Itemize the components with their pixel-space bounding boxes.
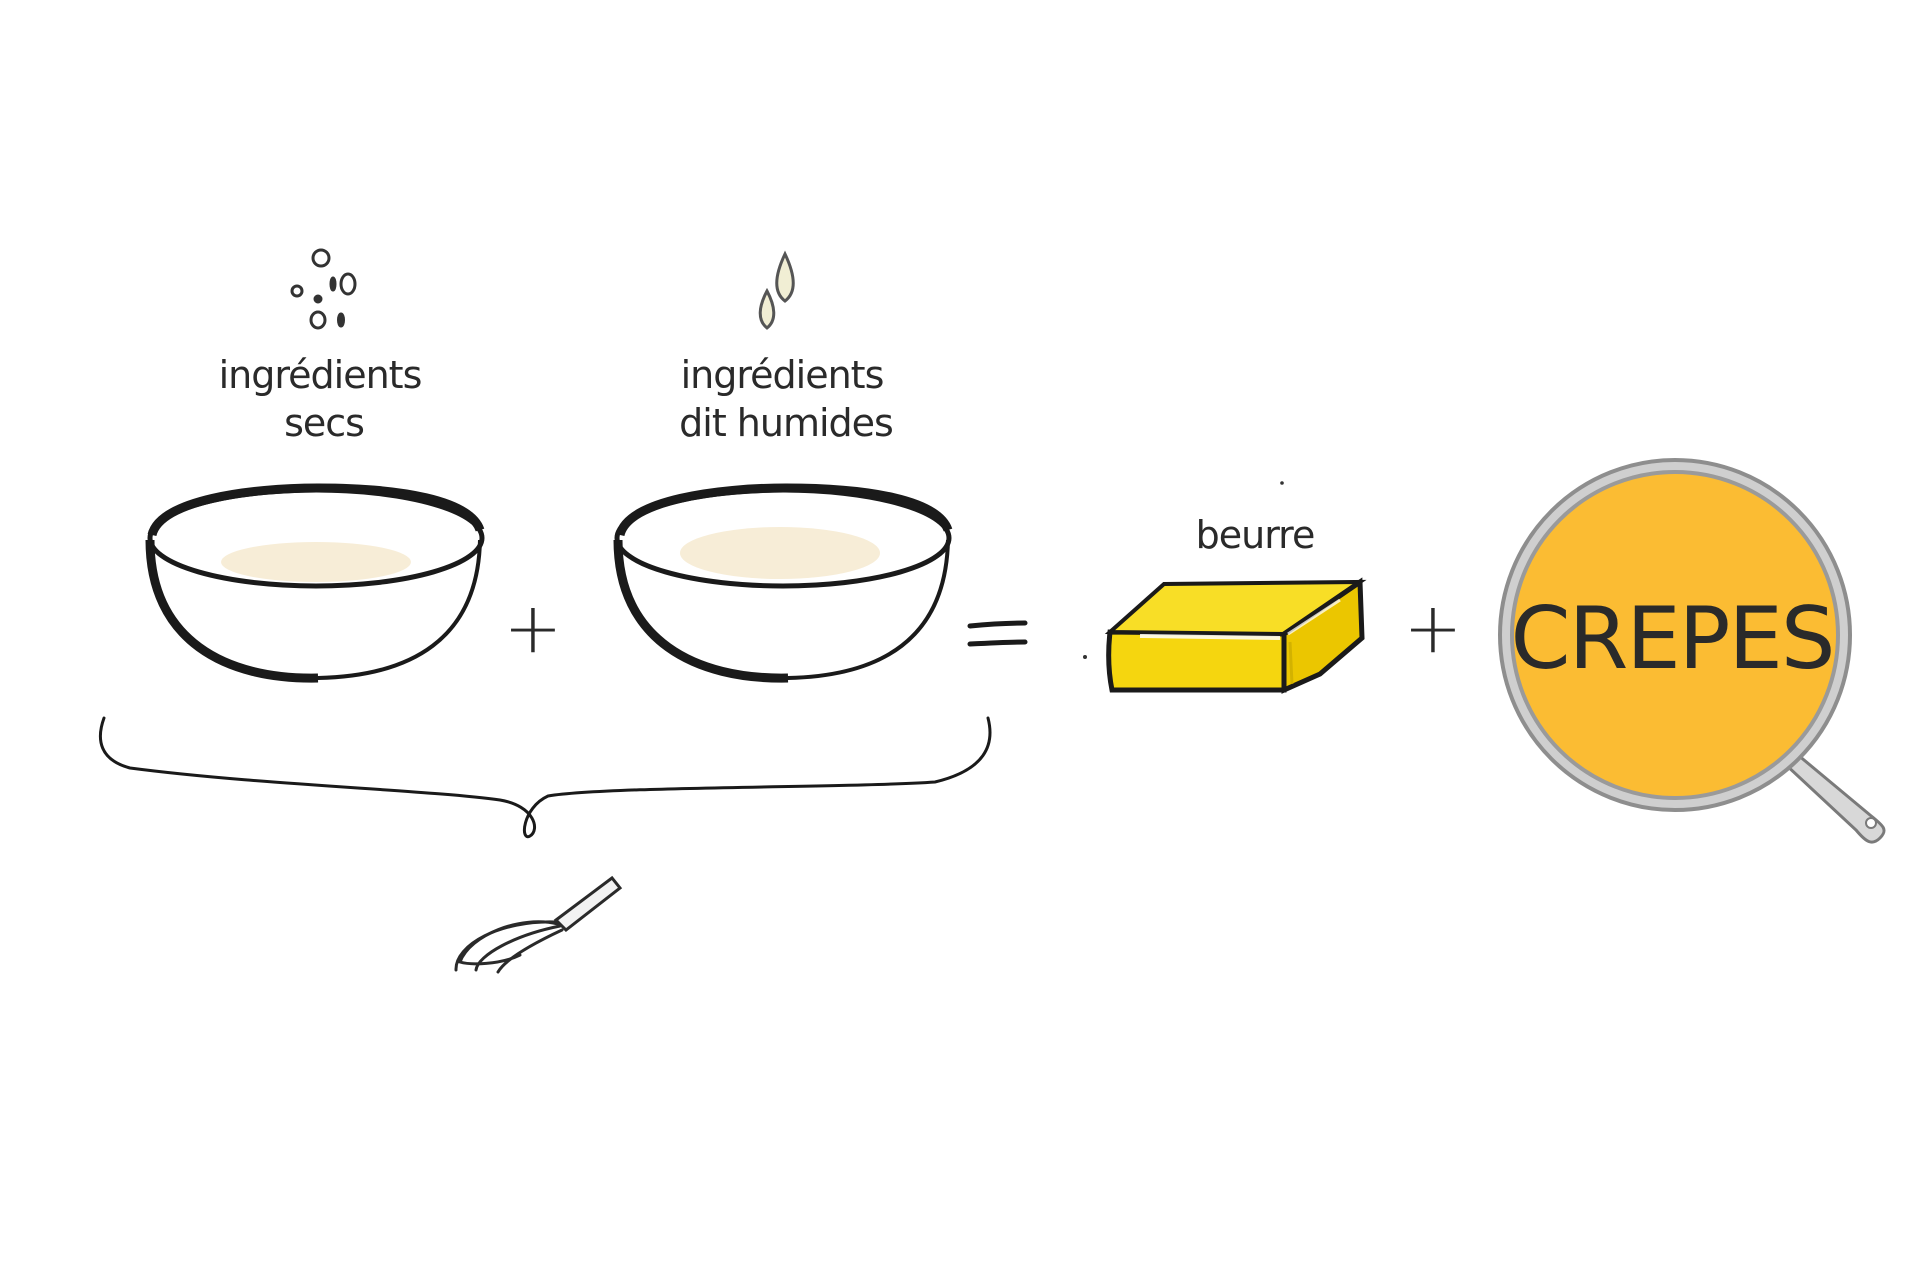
plus-operator-2: + — [1404, 587, 1463, 669]
wet-label-line-2: dit humides — [679, 401, 893, 445]
curly-brace-icon — [99, 716, 992, 839]
dry-ingredients-bowl — [145, 483, 485, 683]
whisk-icon — [454, 875, 623, 974]
dry-label-line-2: secs — [284, 401, 364, 445]
equals-operator: = — [0, 0, 1028, 647]
liquid-drops-icon — [758, 250, 795, 330]
dry-ingredients-label: ingrédients secs — [219, 353, 423, 445]
crepe-pan-icon: CREPES — [1498, 458, 1886, 844]
crepes-label: CREPES — [1511, 589, 1834, 689]
butter-block-icon — [1104, 577, 1367, 694]
dry-label-line-1: ingrédients — [219, 353, 422, 397]
wet-ingredients-bowl — [613, 483, 953, 683]
butter-label: beurre — [1196, 513, 1315, 557]
plus-operator-1: + — [504, 587, 563, 669]
wet-ingredients-label: ingrédients dit humides — [679, 353, 894, 445]
wet-label-line-1: ingrédients — [681, 353, 884, 397]
dry-particles-icon — [290, 248, 357, 330]
svg-text:=: = — [0, 0, 1, 1]
